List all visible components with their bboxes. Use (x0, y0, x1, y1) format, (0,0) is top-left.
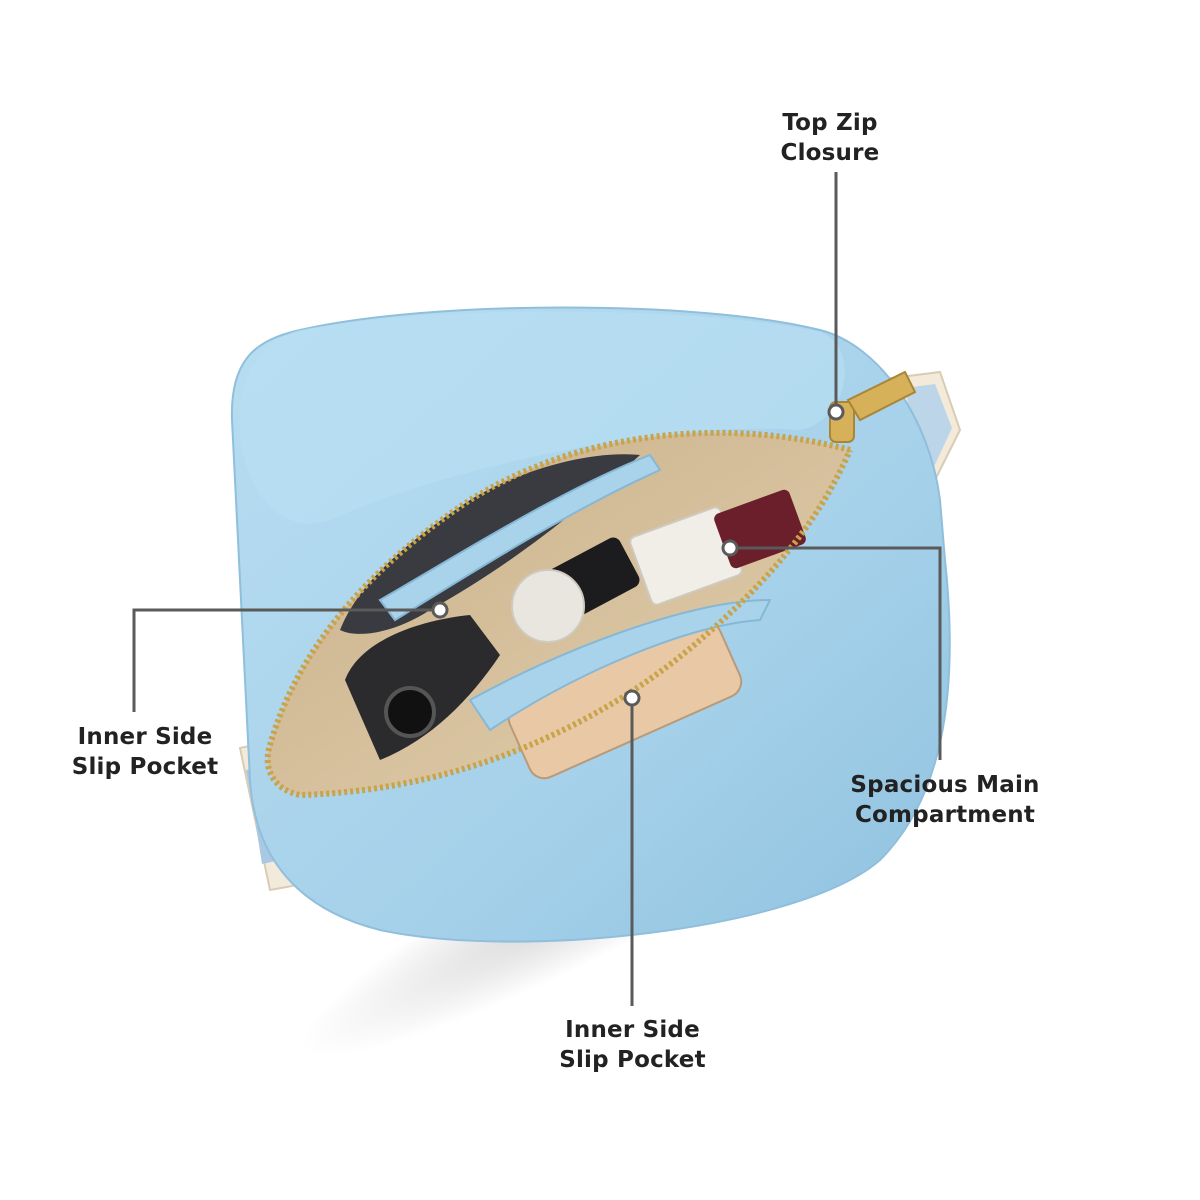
inner-slip-pocket-left (378, 453, 662, 622)
callout-spacious-main-compartment: Spacious Main Compartment (830, 770, 1060, 830)
callout-inner-side-slip-pocket-left: Inner Side Slip Pocket (60, 722, 230, 782)
dot-icon (431, 601, 449, 619)
leader-main (730, 546, 942, 760)
inner-slip-pocket-bottom (468, 598, 772, 732)
dot-icon (721, 539, 739, 557)
callout-line: Inner Side (565, 1017, 700, 1043)
callout-line: Slip Pocket (71, 754, 219, 780)
callout-line: Spacious Main (850, 772, 1040, 798)
callout-line: Closure (780, 140, 880, 166)
leader-lines (132, 172, 942, 1006)
zipper-track (264, 429, 853, 799)
leader-inner-left (132, 608, 440, 712)
callout-line: Inner Side (77, 724, 213, 750)
callout-line: Slip Pocket (559, 1047, 706, 1073)
callout-line: Top Zip (782, 110, 878, 136)
bag-top-panel (239, 311, 845, 524)
dot-icon (623, 689, 641, 707)
dot-icon (827, 403, 845, 421)
callout-top-zip-closure: Top Zip Closure (760, 108, 900, 168)
callout-inner-side-slip-pocket-bottom: Inner Side Slip Pocket (545, 1015, 720, 1075)
callout-line: Compartment (854, 802, 1036, 828)
pointer-dots (431, 403, 845, 707)
